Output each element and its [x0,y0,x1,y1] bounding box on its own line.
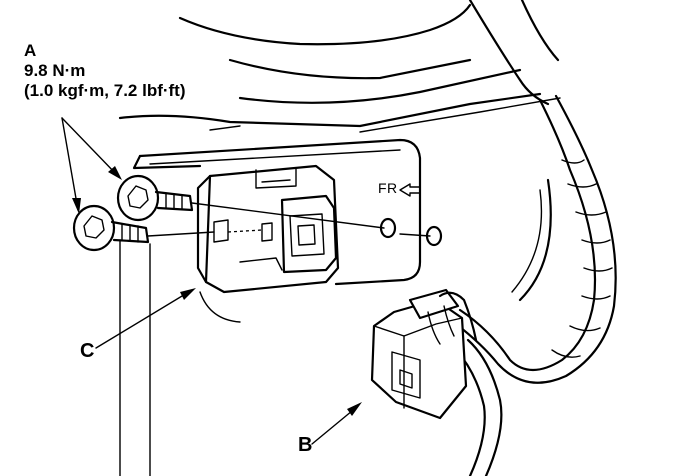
bolt-upper [116,174,385,229]
arrowheads [72,166,362,416]
relay-module [196,164,340,294]
connector-b [370,288,478,420]
fr-arrow-icon [399,183,421,197]
mounting-bracket [119,138,443,476]
body-panel [118,0,561,133]
bolt-lower [72,204,431,252]
wire-harness [454,94,617,476]
callout-a-torque: 9.8 N·m [24,61,86,80]
direction-marker-label: FR [378,180,398,196]
callout-b-letter: B [298,434,313,456]
callout-a-torque-alt: (1.0 kgf·m, 7.2 lbf·ft) [24,81,186,100]
callout-c-letter: C [80,340,95,362]
callout-a-letter: A [24,41,37,60]
